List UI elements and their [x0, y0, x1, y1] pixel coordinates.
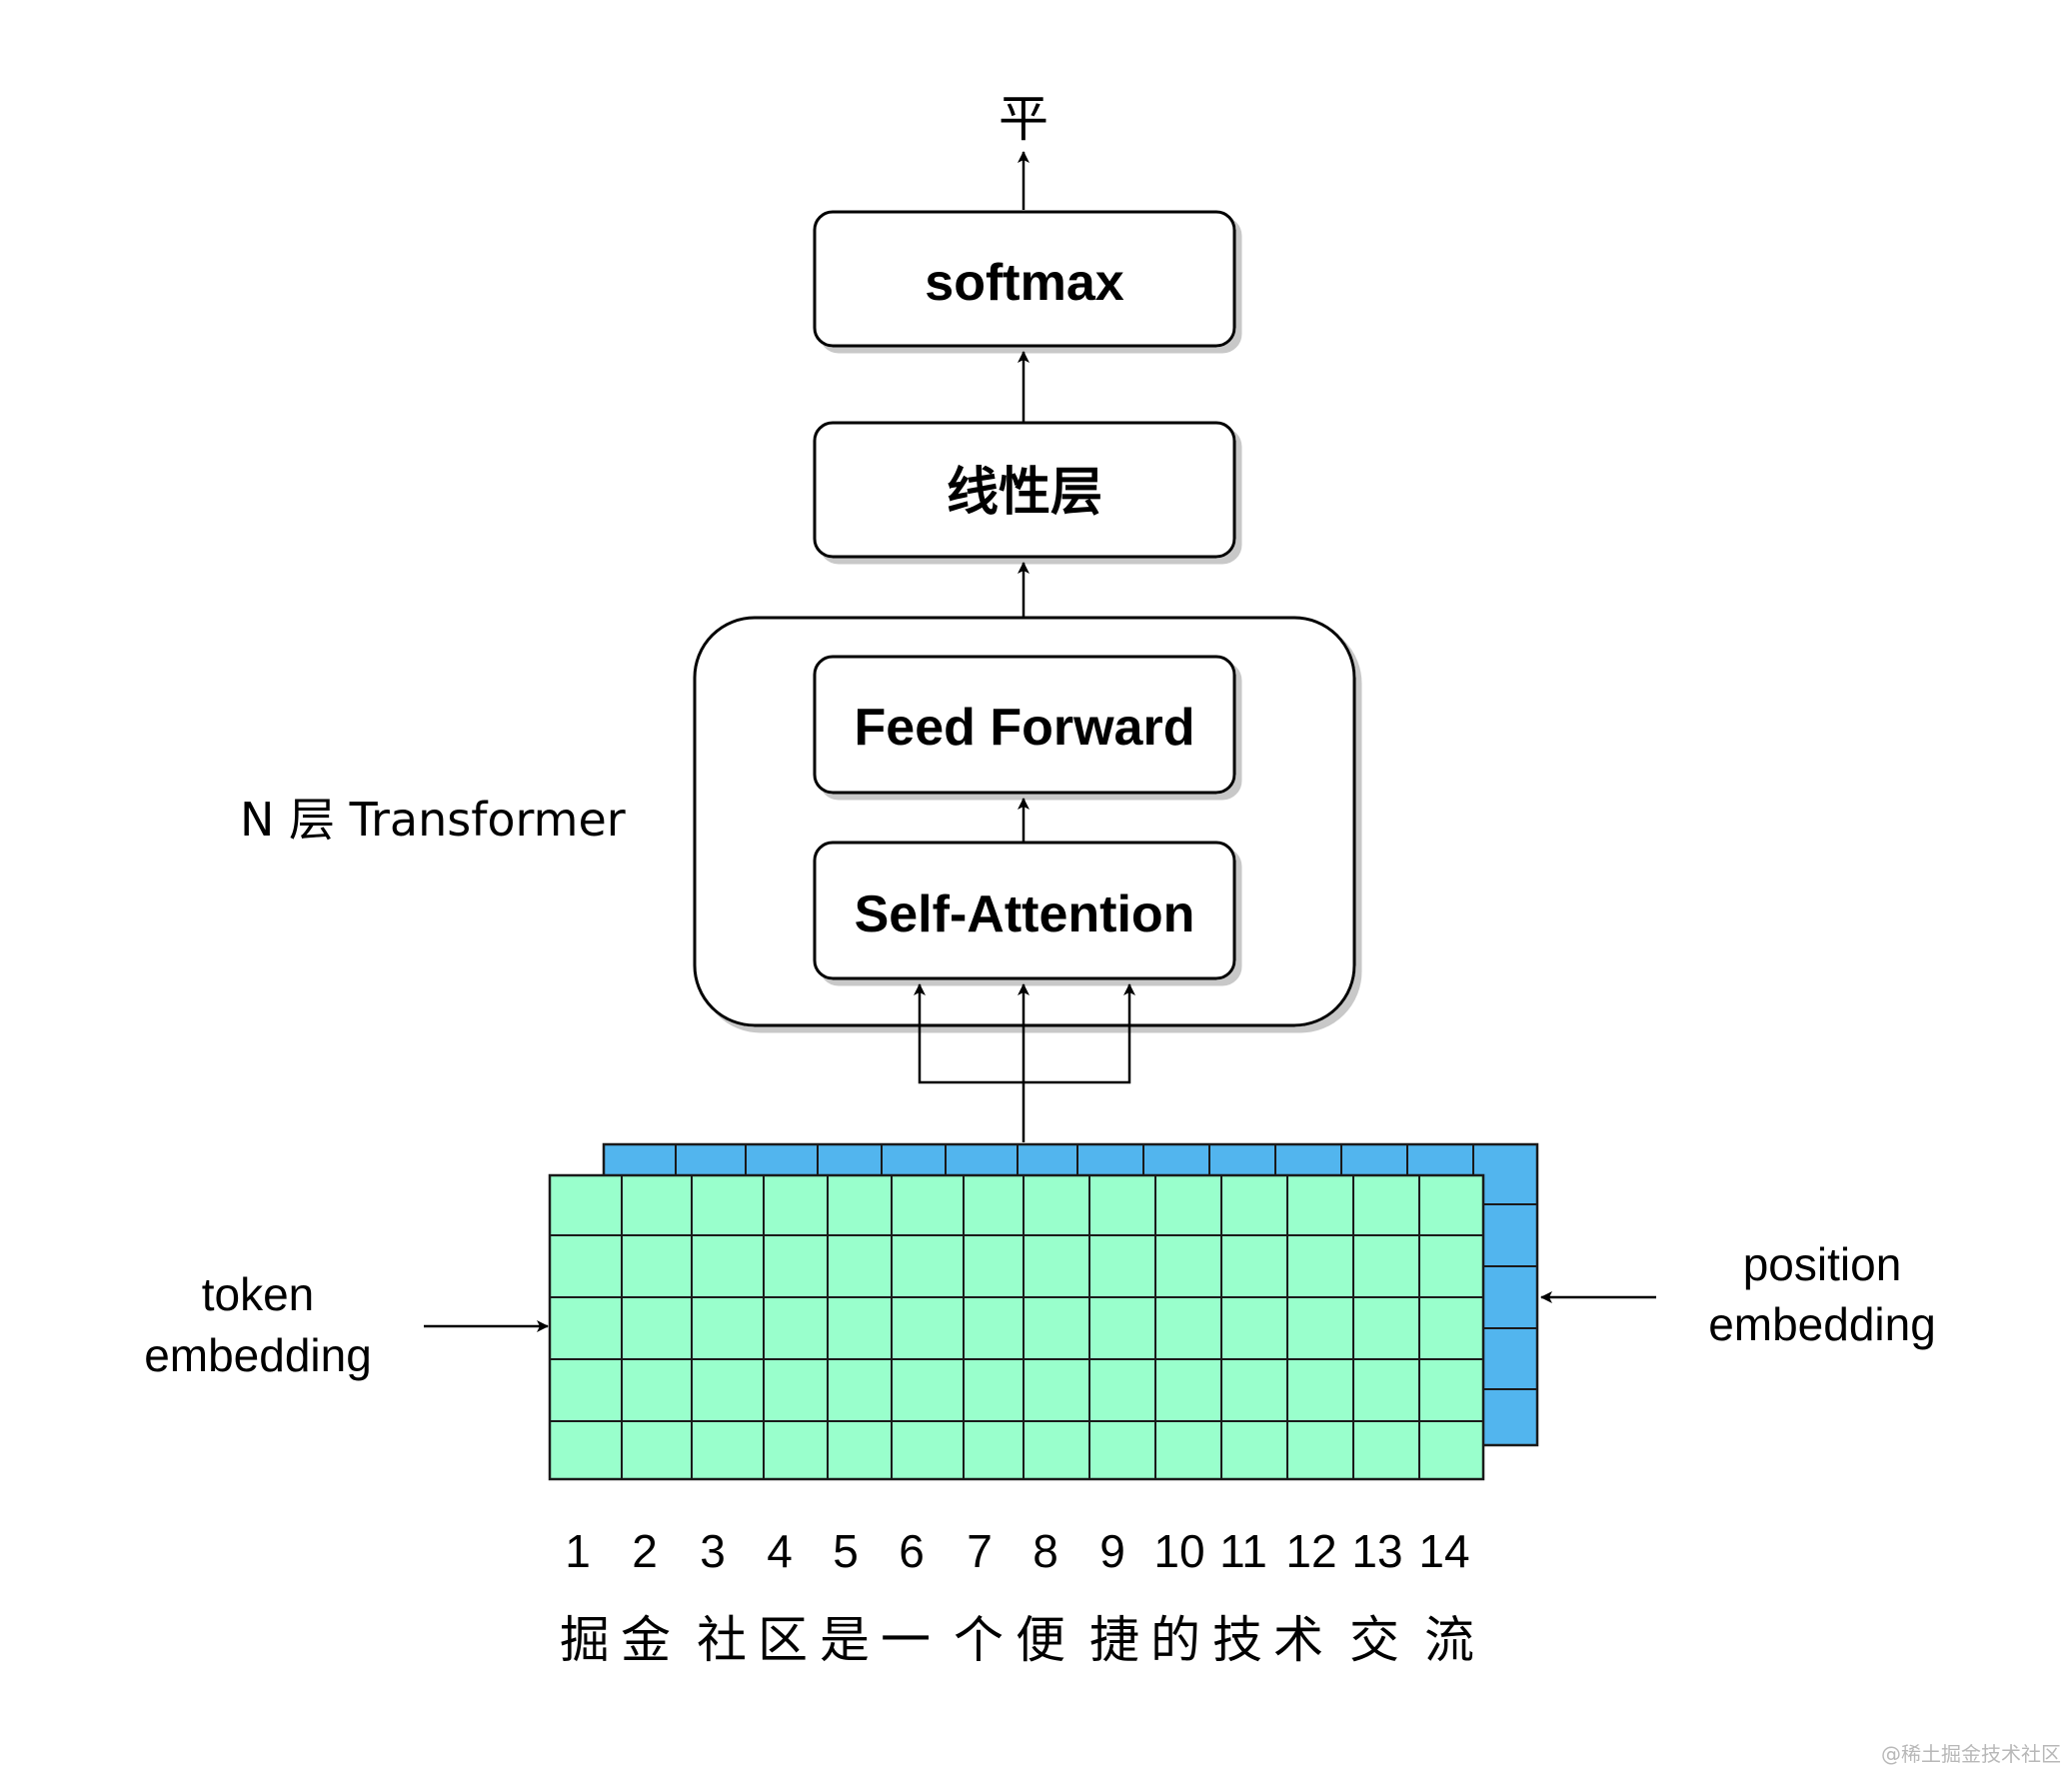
linear-layer-box: 线性层 — [813, 421, 1236, 559]
token-character: 便 — [1016, 1611, 1065, 1669]
token-character-row: 掘金社区是一个便捷的技术交流 — [560, 1611, 1474, 1669]
position-number: 12 — [1285, 1525, 1336, 1577]
position-embedding-label-line2: embedding — [1708, 1298, 1936, 1350]
self-attention-label: Self-Attention — [855, 886, 1195, 943]
watermark-text: @稀土掘金技术社区 — [1881, 1742, 2061, 1766]
feed-forward-box: Feed Forward — [813, 655, 1236, 795]
position-number: 10 — [1153, 1525, 1204, 1577]
token-embedding-grid — [548, 1173, 1485, 1481]
token-character: 是 — [820, 1611, 870, 1669]
feed-forward-label: Feed Forward — [855, 699, 1195, 757]
token-character: 术 — [1273, 1611, 1323, 1669]
token-character: 交 — [1349, 1611, 1399, 1669]
position-number: 14 — [1418, 1525, 1469, 1577]
position-number: 8 — [1033, 1525, 1058, 1577]
token-character: 捷 — [1089, 1611, 1139, 1669]
position-number: 11 — [1219, 1525, 1267, 1577]
token-character: 个 — [954, 1611, 1004, 1669]
position-number: 7 — [967, 1525, 993, 1577]
token-character: 社 — [697, 1611, 747, 1669]
token-character: 流 — [1424, 1611, 1474, 1669]
qkv-arrows — [914, 983, 1135, 1142]
position-number: 3 — [700, 1525, 726, 1577]
token-embedding-label-line1: token — [202, 1268, 315, 1320]
transformer-group-label: N 层 Transformer — [240, 793, 626, 847]
softmax-box: softmax — [813, 210, 1236, 348]
position-number: 4 — [767, 1525, 793, 1577]
position-number: 6 — [899, 1525, 925, 1577]
token-embedding-label-line2: embedding — [144, 1329, 372, 1381]
output-token: 平 — [999, 90, 1048, 148]
linear-layer-label: 线性层 — [947, 463, 1102, 523]
token-character: 区 — [758, 1611, 808, 1669]
token-character: 技 — [1212, 1611, 1262, 1669]
token-character: 金 — [621, 1611, 671, 1669]
position-number: 2 — [632, 1525, 658, 1577]
softmax-label: softmax — [925, 254, 1123, 312]
token-character: 掘 — [560, 1611, 610, 1669]
position-number: 9 — [1099, 1525, 1125, 1577]
position-embedding-label-line1: position — [1743, 1238, 1902, 1290]
token-character: 的 — [1150, 1611, 1200, 1669]
position-number: 1 — [565, 1525, 591, 1577]
token-character: 一 — [881, 1611, 931, 1669]
position-number: 5 — [833, 1525, 859, 1577]
position-number: 13 — [1351, 1525, 1402, 1577]
self-attention-box: Self-Attention — [813, 841, 1236, 980]
token-grid-background — [548, 1173, 1485, 1481]
